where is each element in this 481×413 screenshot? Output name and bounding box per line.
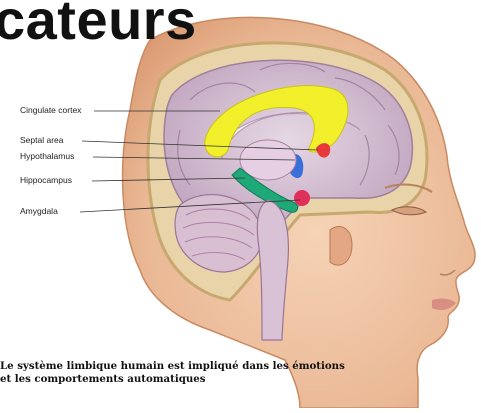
ear bbox=[330, 226, 352, 265]
page-title: cateurs bbox=[0, 0, 197, 48]
amygdala bbox=[294, 190, 310, 206]
label-cingulate-cortex: Cingulate cortex bbox=[20, 105, 81, 115]
label-hippocampus: Hippocampus bbox=[20, 175, 72, 185]
label-hypothalamus: Hypothalamus bbox=[20, 151, 74, 161]
label-septal-area: Septal area bbox=[20, 135, 63, 145]
caption-line-1: Le système limbique humain est impliqué … bbox=[0, 360, 440, 373]
caption: Le système limbique humain est impliqué … bbox=[0, 360, 440, 386]
caption-line-2: et les comportements automatiques bbox=[0, 373, 440, 386]
label-amygdala: Amygdala bbox=[20, 206, 58, 216]
